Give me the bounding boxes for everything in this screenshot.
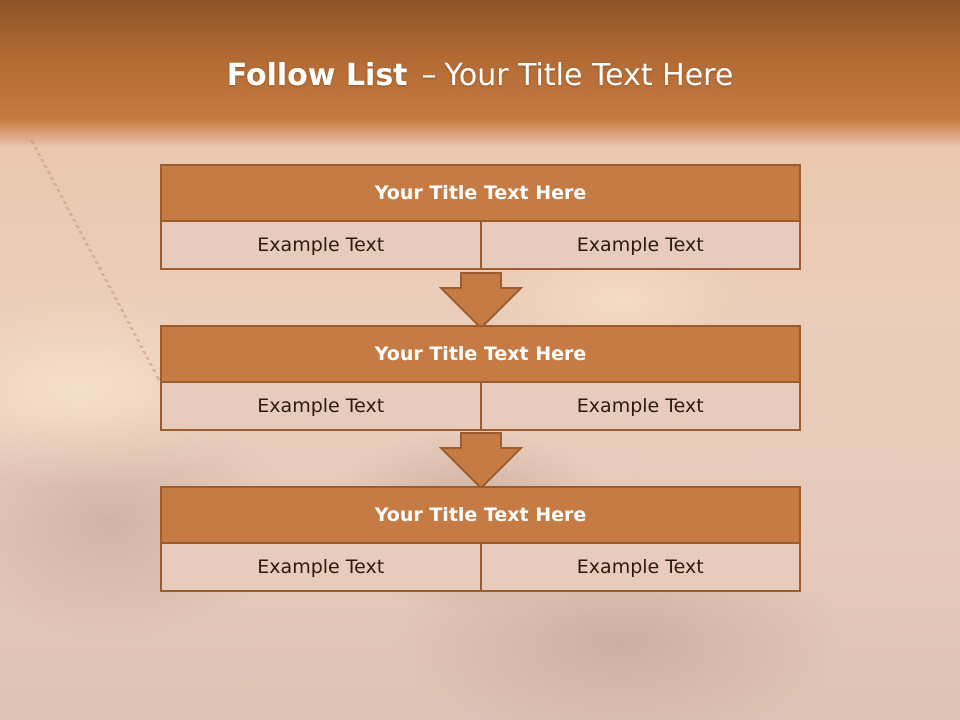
block-cell-left: Example Text (162, 544, 480, 590)
block-row: Example Text Example Text (162, 544, 799, 590)
block-heading: Your Title Text Here (162, 488, 799, 544)
list-block-2: Your Title Text Here Example Text Exampl… (160, 325, 801, 431)
slide-title-rest: Your Title Text Here (444, 58, 734, 93)
list-block-3: Your Title Text Here Example Text Exampl… (160, 486, 801, 592)
block-heading: Your Title Text Here (162, 166, 799, 222)
block-row: Example Text Example Text (162, 383, 799, 429)
block-cell-left: Example Text (162, 222, 480, 268)
slide-title: Follow List–Your Title Text Here (0, 56, 960, 96)
list-block-1: Your Title Text Here Example Text Exampl… (160, 164, 801, 270)
block-cell-right: Example Text (479, 544, 799, 590)
slide-title-separator: – (421, 58, 437, 93)
block-row: Example Text Example Text (162, 222, 799, 268)
block-cell-left: Example Text (162, 383, 480, 429)
block-cell-right: Example Text (479, 383, 799, 429)
slide-title-bold: Follow List (226, 58, 408, 93)
header-band (0, 0, 960, 148)
block-heading: Your Title Text Here (162, 327, 799, 383)
block-cell-right: Example Text (479, 222, 799, 268)
down-arrow-icon (438, 432, 524, 490)
down-arrow-icon (438, 272, 524, 330)
